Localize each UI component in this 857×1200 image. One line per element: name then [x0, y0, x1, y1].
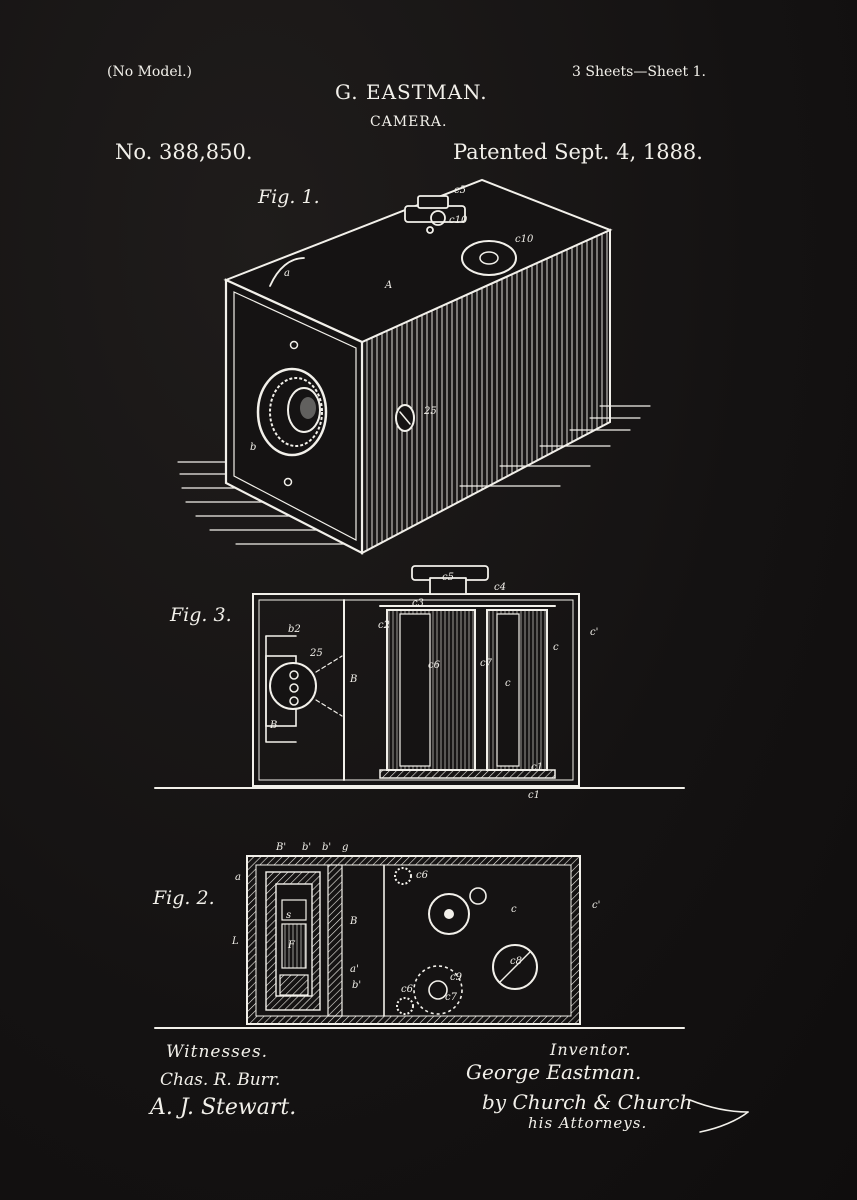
svg-text:A: A — [384, 280, 392, 291]
figure-3-drawing: c5 c4 c2 c3 c c' b2 25 B B c6 c7 c c1 c1 — [154, 565, 685, 801]
witness-2-signature: A. J. Stewart. — [150, 1095, 297, 1120]
svg-text:B': B' — [275, 842, 286, 853]
svg-text:c2: c2 — [378, 620, 390, 631]
svg-text:b': b' — [302, 842, 311, 853]
svg-text:B: B — [349, 916, 357, 927]
signature-flourishes — [689, 1099, 749, 1133]
svg-text:c3: c3 — [412, 598, 424, 609]
figure-1-drawing: c5 c10 c10 a A b 25 — [177, 178, 651, 555]
svg-text:25: 25 — [309, 648, 323, 659]
svg-text:c': c' — [592, 900, 600, 911]
svg-text:a: a — [235, 872, 241, 883]
svg-text:c7: c7 — [445, 992, 458, 1003]
svg-text:F: F — [287, 940, 296, 951]
svg-text:s: s — [286, 910, 291, 921]
figure-3-label: Fig. 3. — [170, 604, 232, 626]
sheet-count: 3 Sheets—Sheet 1. — [572, 64, 706, 80]
svg-text:B: B — [269, 720, 277, 731]
attorney-signature: by Church & Church — [482, 1090, 693, 1114]
patent-date: Patented Sept. 4, 1888. — [453, 140, 703, 164]
svg-text:c: c — [553, 642, 559, 653]
no-model-note: (No Model.) — [107, 64, 192, 80]
svg-text:B: B — [349, 674, 357, 685]
svg-text:c5: c5 — [454, 185, 466, 196]
attorneys-label: his Attorneys. — [528, 1114, 648, 1132]
svg-text:b2: b2 — [288, 624, 301, 635]
figure-2-drawing: B' b' b' g a B L s F a' b' c6 c' c c8 c9… — [154, 842, 685, 1029]
svg-text:c6: c6 — [401, 984, 414, 995]
svg-text:b: b — [250, 442, 256, 453]
witnesses-label: Witnesses. — [166, 1042, 269, 1062]
svg-text:c10: c10 — [515, 234, 534, 245]
svg-text:c10: c10 — [449, 215, 468, 226]
svg-text:c: c — [511, 904, 517, 915]
svg-text:c8: c8 — [510, 956, 522, 967]
svg-text:b': b' — [352, 980, 361, 991]
svg-text:c1: c1 — [528, 790, 540, 801]
inventor-label: Inventor. — [550, 1040, 632, 1059]
svg-text:25: 25 — [423, 406, 437, 417]
svg-text:c6: c6 — [428, 660, 441, 671]
svg-text:c7: c7 — [480, 658, 493, 669]
figure-2-label: Fig. 2. — [153, 887, 215, 909]
witness-1-signature: Chas. R. Burr. — [160, 1070, 281, 1090]
svg-text:c1: c1 — [531, 762, 543, 773]
svg-text:a': a' — [350, 964, 359, 975]
figure-1-label: Fig. 1. — [258, 186, 320, 208]
svg-text:c9: c9 — [450, 972, 463, 983]
patent-number: No. 388,850. — [115, 140, 253, 164]
svg-text:c: c — [505, 678, 511, 689]
inventor-name: G. EASTMAN. — [335, 80, 488, 104]
svg-text:a: a — [284, 268, 290, 279]
svg-text:c4: c4 — [494, 582, 506, 593]
svg-text:c5: c5 — [442, 572, 454, 583]
svg-text:b': b' — [322, 842, 331, 853]
patent-subject: CAMERA. — [370, 114, 448, 130]
svg-text:c6: c6 — [416, 870, 429, 881]
inventor-signature: George Eastman. — [466, 1060, 642, 1084]
svg-text:c': c' — [590, 627, 598, 638]
svg-text:g: g — [342, 842, 348, 853]
svg-text:L: L — [231, 936, 239, 947]
